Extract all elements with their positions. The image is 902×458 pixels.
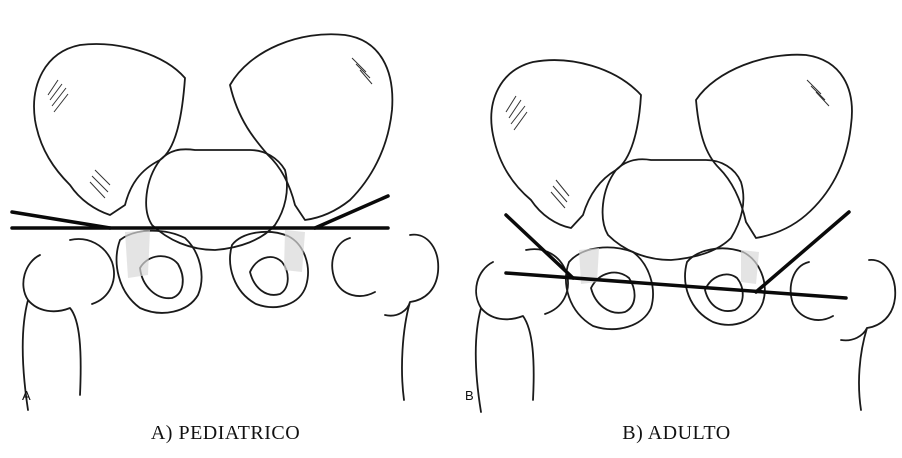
right-acetabulum-region — [741, 250, 759, 284]
ilio-ischial-line — [506, 273, 846, 298]
left-sacroiliac-hatching — [90, 170, 110, 198]
right-acetabular-line — [756, 212, 849, 292]
pelvis-adult-drawing — [451, 0, 902, 458]
right-femur — [791, 260, 896, 410]
right-obturator-foramen — [705, 274, 743, 311]
right-wing-hatching — [352, 58, 372, 84]
right-obturator-foramen — [250, 257, 288, 295]
panel-caption: A) PEDIATRICO — [0, 422, 451, 445]
panel-adult: B B) ADULTO — [451, 0, 902, 458]
pelvis-pediatric-drawing — [0, 0, 451, 458]
right-iliac-wing — [696, 55, 852, 238]
left-triradiate-cartilage — [125, 230, 150, 278]
right-acetabular-line — [315, 196, 388, 228]
left-iliac-wing — [491, 60, 641, 228]
left-wing-hatching — [506, 96, 527, 130]
right-wing-hatching — [807, 80, 829, 106]
panel-caption: B) ADULTO — [451, 422, 902, 445]
panel-letter: A — [22, 388, 31, 403]
right-femur — [332, 235, 438, 400]
right-triradiate-cartilage — [284, 230, 305, 272]
left-sacroiliac-hatching — [551, 180, 569, 208]
left-wing-hatching — [48, 80, 68, 112]
panel-pediatric: A A) PEDIATRICO — [0, 0, 451, 458]
right-iliac-wing — [230, 34, 392, 220]
sacrum — [603, 159, 744, 260]
left-iliac-wing — [34, 44, 185, 215]
left-femur — [23, 239, 114, 410]
panel-letter: B — [465, 388, 474, 403]
left-acetabular-line — [12, 212, 110, 228]
left-obturator-ring — [566, 247, 653, 329]
left-acetabular-line — [506, 215, 573, 278]
sacrum — [146, 149, 287, 250]
